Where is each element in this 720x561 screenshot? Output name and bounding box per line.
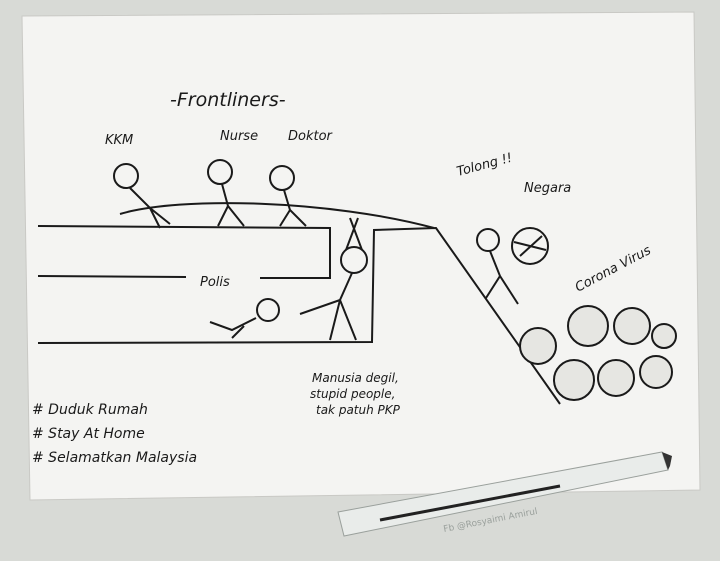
doktor-label: Doktor <box>288 129 334 144</box>
kkm-figure-head <box>113 163 139 189</box>
nurse-figure-head <box>207 159 233 185</box>
help-figure <box>476 227 549 305</box>
cliff-lines <box>37 202 561 405</box>
drawing-title: -Frontliners- <box>170 89 286 111</box>
negara-label: Negara <box>524 181 571 196</box>
manusia-label-line1: Manusia degil, <box>312 371 399 385</box>
polis-label: Polis <box>200 275 230 290</box>
manusia-label-line2: stupid people, <box>310 387 395 401</box>
police-figure <box>209 298 280 339</box>
hashtag-line: # Duduk Rumah <box>32 402 148 418</box>
frontliner-figures <box>113 159 307 229</box>
stupid-person-figure <box>299 217 368 341</box>
scissors-icon <box>345 217 363 251</box>
virus-cluster <box>519 305 677 401</box>
hashtag-line: # Selamatkan Malaysia <box>32 450 197 466</box>
manusia-label-line3: tak patuh PKP <box>316 403 401 417</box>
hashtag-line: # Stay At Home <box>32 426 145 442</box>
doktor-figure-head <box>269 165 295 191</box>
kkm-label: KKM <box>105 133 133 148</box>
nurse-label: Nurse <box>220 129 258 144</box>
